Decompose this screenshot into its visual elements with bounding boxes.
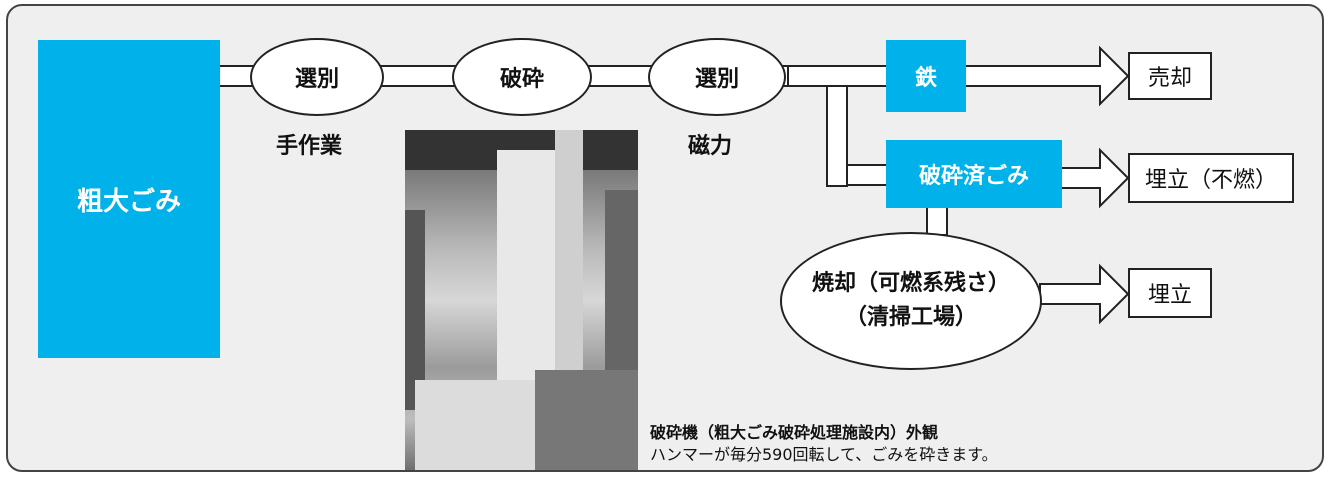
- crusher-photo: [405, 130, 638, 470]
- output-landfill: 埋立: [1128, 268, 1212, 318]
- pipe-to-iron: [787, 65, 889, 87]
- step-crush: 破砕: [452, 38, 592, 116]
- photo-caption: 破砕機（粗大ごみ破砕処理施設内）外観 ハンマーが毎分590回転して、ごみを砕きま…: [650, 422, 998, 466]
- step-sort-manual: 選別: [250, 38, 384, 116]
- incineration-oval: 焼却（可燃系残さ） （清掃工場）: [780, 232, 1042, 370]
- step-sort-manual-sub: 手作業: [276, 134, 343, 159]
- pipe-down: [826, 85, 848, 187]
- incineration-line1: 焼却（可燃系残さ）: [811, 271, 1010, 296]
- output-sale: 売却: [1128, 52, 1212, 100]
- step-sort-magnetic: 選別: [648, 38, 786, 116]
- arrow-to-sale: [964, 45, 1130, 107]
- pipe-to-crushed: [846, 164, 889, 186]
- pipe-to-incineration: [926, 206, 948, 236]
- source-box: 粗大ごみ: [38, 40, 220, 358]
- arrow-to-landfill-nonburn: [1059, 147, 1130, 209]
- incineration-line2: （清掃工場）: [844, 305, 977, 330]
- iron-box: 鉄: [886, 40, 966, 112]
- crushed-box: 破砕済ごみ: [886, 140, 1062, 208]
- step-sort-magnetic-sub: 磁力: [688, 134, 733, 159]
- photo-caption-title: 破砕機（粗大ごみ破砕処理施設内）外観: [650, 423, 939, 442]
- arrow-to-landfill: [1039, 263, 1130, 325]
- photo-caption-text: ハンマーが毎分590回転して、ごみを砕きます。: [650, 445, 998, 464]
- output-landfill-nonburn: 埋立（不燃）: [1128, 153, 1294, 203]
